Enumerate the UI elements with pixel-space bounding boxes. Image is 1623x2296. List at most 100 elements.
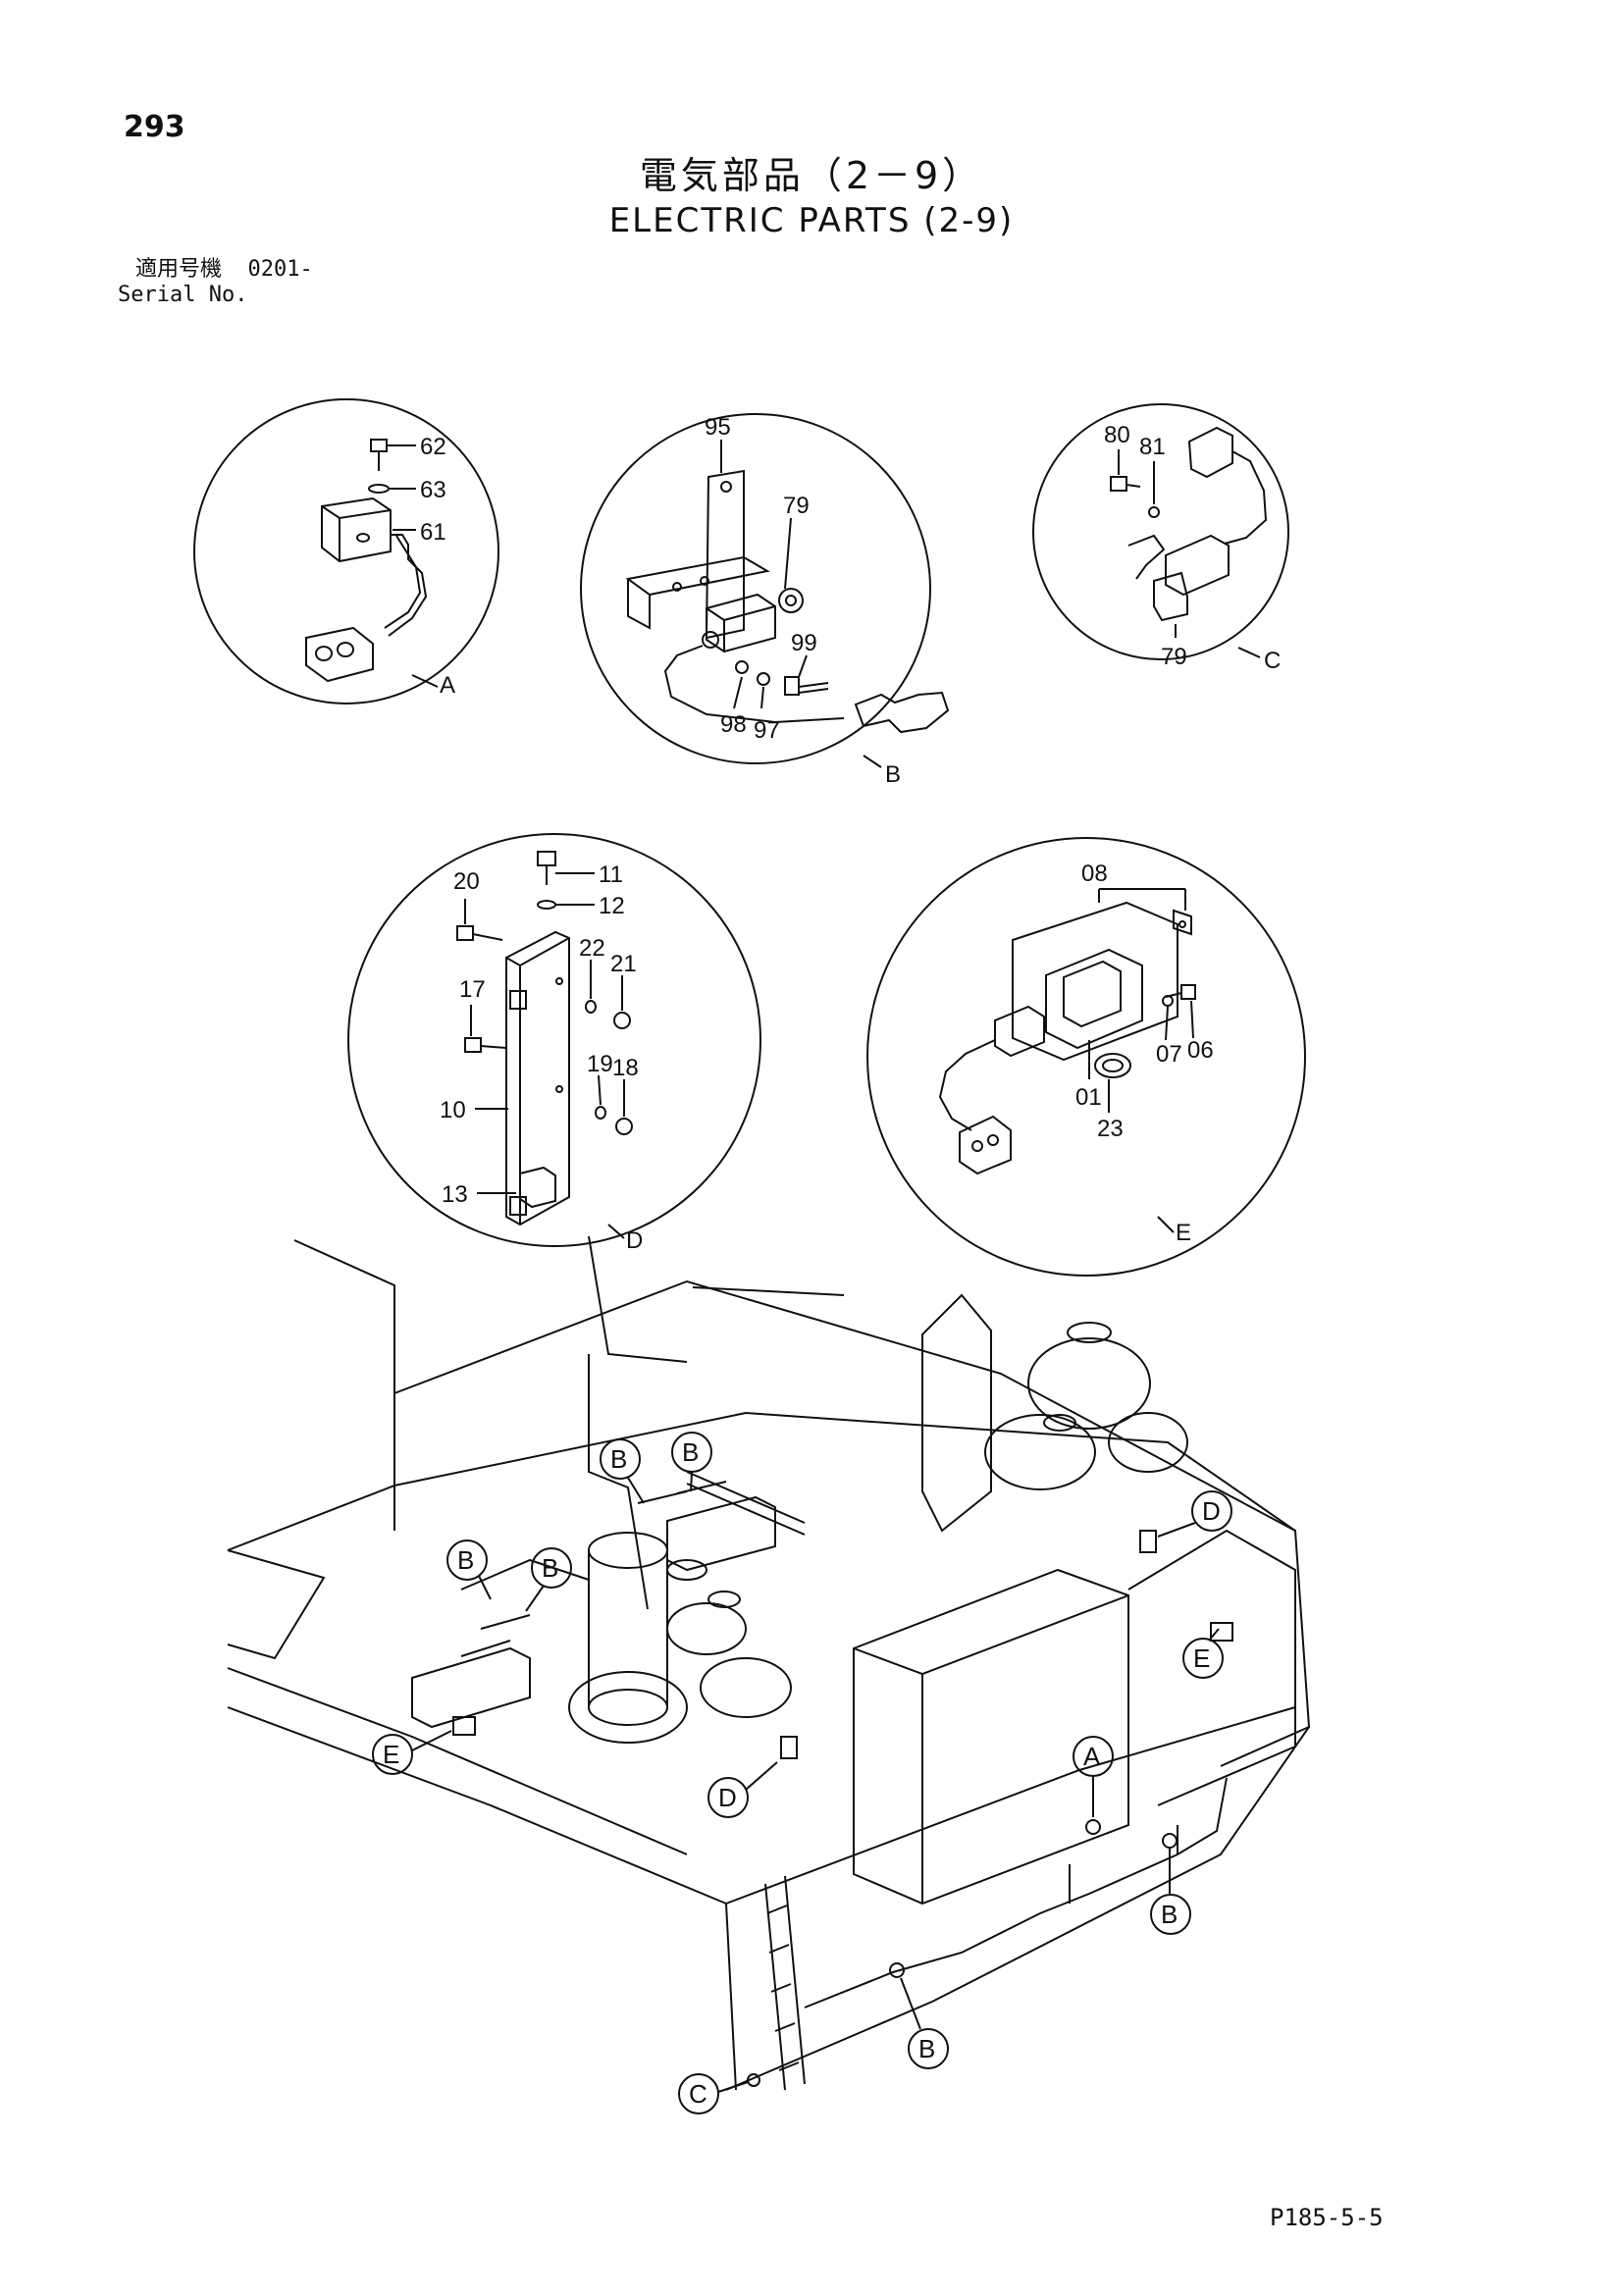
engine-line xyxy=(588,1235,688,1363)
callout-bubble: A xyxy=(1073,1736,1114,1817)
frame-side xyxy=(725,1706,1296,1905)
leader-line xyxy=(798,654,808,678)
leader-line xyxy=(607,1224,625,1239)
bolt-icon xyxy=(537,851,556,885)
machine-overview xyxy=(227,1235,1311,2091)
page-title: ELECTRIC PARTS (2-9) xyxy=(608,201,1015,240)
callout-bubble: B xyxy=(1150,1849,1191,1935)
callout-label: 95 xyxy=(705,414,731,441)
callout-bubble: B xyxy=(446,1539,492,1600)
page-number: 293 xyxy=(124,110,185,144)
turbo-outlet-left xyxy=(700,1657,792,1718)
detail-c-circle xyxy=(1032,403,1289,660)
connector-icon xyxy=(938,1005,1045,1175)
callout-bubble: B xyxy=(525,1547,572,1612)
svg-text:B: B xyxy=(457,1545,474,1575)
svg-text:B: B xyxy=(542,1553,558,1583)
serial-label: Serial No. xyxy=(118,283,248,307)
detail-d: 20 11 12 22 21 17 19 18 10 13 D xyxy=(347,833,761,1254)
svg-text:D: D xyxy=(718,1783,737,1812)
connector-icon xyxy=(1187,426,1268,545)
bolt-icon xyxy=(784,676,829,696)
bolt-icon xyxy=(370,439,388,471)
callout-label: 79 xyxy=(783,493,810,519)
component-a-marker xyxy=(1085,1819,1101,1835)
frame-rail xyxy=(227,1667,688,1855)
detail-e: 08 07 06 01 23 E xyxy=(866,837,1306,1277)
nut-icon xyxy=(613,1012,631,1029)
callout-label: 13 xyxy=(442,1181,468,1208)
callout-label: 22 xyxy=(579,935,605,962)
callout-label: 63 xyxy=(420,477,446,503)
detail-a-circle xyxy=(193,398,499,704)
leader-line xyxy=(1165,1006,1169,1041)
svg-text:C: C xyxy=(689,2079,707,2109)
bracket-icon xyxy=(1173,909,1192,936)
svg-text:A: A xyxy=(1083,1742,1101,1771)
cap-icon xyxy=(666,1559,707,1581)
muffler-body xyxy=(588,1550,668,1707)
cap-icon xyxy=(1043,1414,1076,1432)
page-title-japanese: 電気部品（2－9） xyxy=(639,154,984,197)
callout-bubble: D xyxy=(707,1761,778,1818)
component-e-marker xyxy=(452,1716,476,1736)
hood-box-edge xyxy=(853,1594,1129,1904)
page-code: P185-5-5 xyxy=(1270,2204,1384,2231)
location-callouts: B B B B D E E xyxy=(372,1432,1232,2114)
callout-label: 97 xyxy=(754,717,780,744)
callout-label: 81 xyxy=(1139,434,1166,460)
deck-edge xyxy=(692,1286,845,1296)
callout-label: 20 xyxy=(453,868,480,895)
callout-label: 19 xyxy=(587,1051,613,1077)
cap-icon xyxy=(707,1591,741,1608)
detail-label: D xyxy=(626,1227,643,1254)
connector-icon xyxy=(854,691,950,734)
leader-line xyxy=(733,676,743,709)
callout-label: 21 xyxy=(610,951,637,977)
leader-line xyxy=(598,1074,602,1106)
washer-icon xyxy=(1148,506,1160,518)
hood-box xyxy=(853,1568,1129,1905)
svg-text:E: E xyxy=(1193,1644,1210,1673)
frame-lower xyxy=(227,1706,737,2091)
component-b-markers xyxy=(460,1481,727,1657)
callout-bubble: E xyxy=(372,1730,452,1775)
turbo-outlet xyxy=(1108,1412,1188,1473)
cab-edge xyxy=(293,1239,395,1531)
turbo-icon xyxy=(1027,1337,1151,1430)
grommet-inner xyxy=(1102,1059,1124,1072)
switch-icon xyxy=(663,588,845,724)
svg-text:B: B xyxy=(682,1437,699,1467)
ladder-icon xyxy=(764,1875,806,2091)
switch-icon xyxy=(1127,534,1230,622)
cap-icon xyxy=(1067,1322,1112,1343)
connector-icon xyxy=(305,626,374,683)
leader-line xyxy=(784,517,792,590)
callout-label: 98 xyxy=(720,711,747,738)
leader-line xyxy=(1157,1216,1175,1233)
detail-label: B xyxy=(885,761,901,788)
pipe-line xyxy=(686,1471,806,1536)
washer-icon xyxy=(595,1106,606,1120)
serial-label-japanese: 適用号機 xyxy=(135,257,223,282)
frame-bottom xyxy=(725,1726,1310,2091)
bolt-icon xyxy=(464,1037,507,1053)
detail-b: 95 79 99 98 97 B xyxy=(580,413,950,788)
turbo-icon-left xyxy=(568,1671,688,1744)
deck-edge xyxy=(393,1279,1296,1532)
washer-icon xyxy=(1162,995,1174,1007)
washer-icon xyxy=(735,660,749,674)
serial-value: 0201- xyxy=(247,257,313,282)
leader-line xyxy=(863,755,882,768)
air-pipe xyxy=(921,1293,992,1533)
callout-bubble: D xyxy=(1157,1490,1232,1538)
detail-e-circle xyxy=(866,837,1306,1277)
callout-label: 11 xyxy=(599,861,623,888)
detail-label: A xyxy=(440,672,455,699)
callout-label: 06 xyxy=(1187,1037,1214,1064)
detail-label: C xyxy=(1264,648,1281,674)
leader-line xyxy=(760,686,764,709)
bracket-icon xyxy=(505,930,570,1226)
svg-text:E: E xyxy=(383,1740,399,1769)
